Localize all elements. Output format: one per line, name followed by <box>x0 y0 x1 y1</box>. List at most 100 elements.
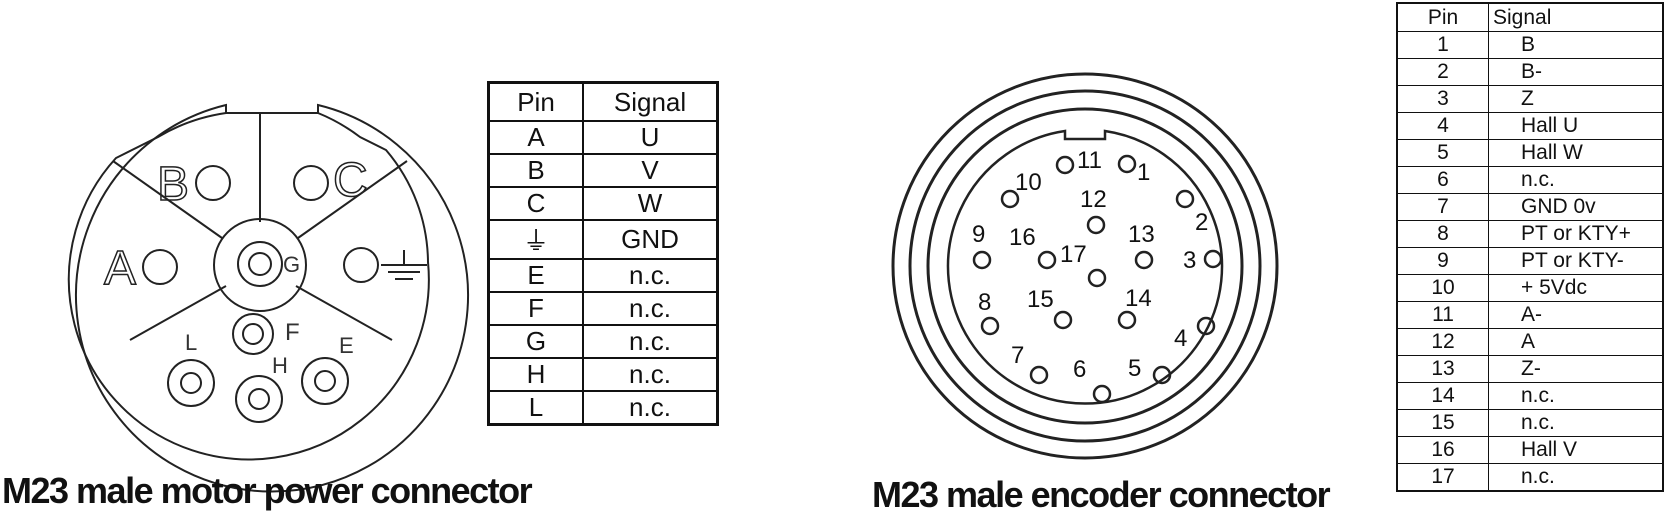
separator-lower-right <box>295 285 393 341</box>
table-row: 10+ 5Vdc <box>1396 274 1664 302</box>
pin-cell: 2 <box>1396 58 1489 86</box>
pin-cell: 10 <box>1396 274 1489 302</box>
pin-g-outer <box>237 241 283 287</box>
pin-cell: 12 <box>1396 328 1489 356</box>
pin-cell: 7 <box>1396 193 1489 221</box>
label-e: E <box>339 333 354 358</box>
label-c: C <box>333 154 368 207</box>
signal-cell: n.c. <box>1488 382 1664 410</box>
signal-cell: B <box>1488 31 1664 59</box>
pin-cell: B <box>487 153 584 188</box>
encoder-label-6: 6 <box>1073 356 1086 383</box>
encoder-label-16: 16 <box>1009 224 1036 251</box>
motor-outer-ring <box>75 103 469 493</box>
label-f: F <box>285 319 300 346</box>
encoder-outer-ring <box>891 72 1279 460</box>
center-insert <box>213 218 307 312</box>
signal-cell: n.c. <box>1488 463 1664 492</box>
encoder-pin-10 <box>1000 189 1020 209</box>
encoder-label-3: 3 <box>1183 247 1196 274</box>
encoder-pin-7 <box>1029 365 1049 385</box>
motor-connector-caption: M23 male motor power connector <box>2 470 533 511</box>
pin-f-inner <box>242 323 264 345</box>
pin-cell: E <box>487 258 584 293</box>
pin-cell: L <box>487 390 584 426</box>
pin-a-contact <box>142 249 178 285</box>
encoder-pin-5 <box>1152 365 1172 385</box>
pin-cell: 3 <box>1396 85 1489 113</box>
signal-cell: W <box>582 186 719 221</box>
encoder-pin-11 <box>1055 155 1075 175</box>
separator-lower-left <box>129 285 227 341</box>
pin-cell: 16 <box>1396 436 1489 464</box>
pin-cell: A <box>487 120 584 155</box>
encoder-inner-ring <box>926 107 1244 425</box>
pin-b-contact <box>195 165 231 201</box>
encoder-middle-ring <box>908 89 1262 443</box>
encoder-label-10: 10 <box>1015 169 1042 196</box>
encoder-label-13: 13 <box>1128 221 1155 248</box>
encoder-pin-1 <box>1117 154 1137 174</box>
motor-table-header-signal: Signal <box>582 81 719 122</box>
label-g: G <box>283 252 300 277</box>
pin-l-outer <box>167 359 215 407</box>
signal-cell: GND 0v <box>1488 193 1664 221</box>
pin-cell: 6 <box>1396 166 1489 194</box>
signal-cell: n.c. <box>1488 409 1664 437</box>
encoder-label-8: 8 <box>978 289 991 316</box>
encoder-pin-6 <box>1092 384 1112 404</box>
signal-cell: Hall V <box>1488 436 1664 464</box>
pin-cell: 15 <box>1396 409 1489 437</box>
signal-cell: GND <box>582 219 719 260</box>
separator-upper-left <box>112 160 223 239</box>
pin-cell: H <box>487 357 584 392</box>
pin-cell: 17 <box>1396 463 1489 492</box>
pin-cell: 5 <box>1396 139 1489 167</box>
pin-cell: 11 <box>1396 301 1489 329</box>
encoder-connector-drawing <box>891 72 1279 460</box>
encoder-table-header-pin: Pin <box>1396 2 1489 32</box>
table-row: ⏚GND <box>487 219 719 260</box>
encoder-label-11: 11 <box>1077 147 1102 174</box>
signal-cell: n.c. <box>582 258 719 293</box>
motor-inner-face <box>67 112 430 461</box>
ground-pin-cell: ⏚ <box>487 219 584 260</box>
encoder-label-2: 2 <box>1195 209 1208 236</box>
signal-cell: PT or KTY- <box>1488 247 1664 275</box>
signal-cell: Hall U <box>1488 112 1664 140</box>
signal-cell: B- <box>1488 58 1664 86</box>
pin-e-inner <box>314 370 336 392</box>
pin-cell: C <box>487 186 584 221</box>
signal-cell: Z- <box>1488 355 1664 383</box>
pin-cell: 4 <box>1396 112 1489 140</box>
pin-c-contact <box>293 165 329 201</box>
pin-cell: 8 <box>1396 220 1489 248</box>
pin-cell: 9 <box>1396 247 1489 275</box>
encoder-pin-4 <box>1196 316 1216 336</box>
label-h: H <box>272 353 288 378</box>
encoder-pin-14 <box>1117 310 1137 330</box>
encoder-table-header-row: Pin Signal <box>1396 2 1664 32</box>
pin-l-inner <box>180 372 202 394</box>
signal-cell: n.c. <box>1488 166 1664 194</box>
